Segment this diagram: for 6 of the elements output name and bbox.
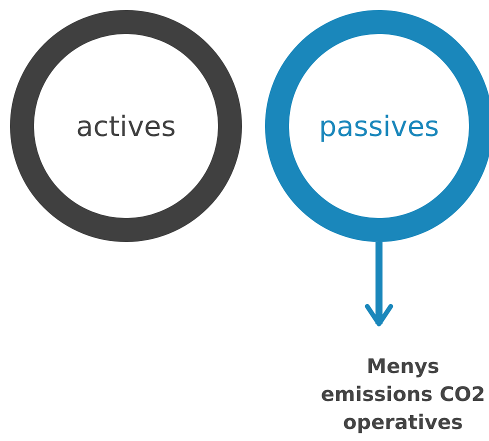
outcome-text: Menys emissions CO2 operatives [320, 352, 486, 436]
circle-label: passives [318, 110, 440, 142]
arrow [364, 242, 394, 326]
ring-node [265, 10, 489, 242]
circle-label: actives [76, 110, 176, 142]
ring-node [10, 10, 242, 242]
